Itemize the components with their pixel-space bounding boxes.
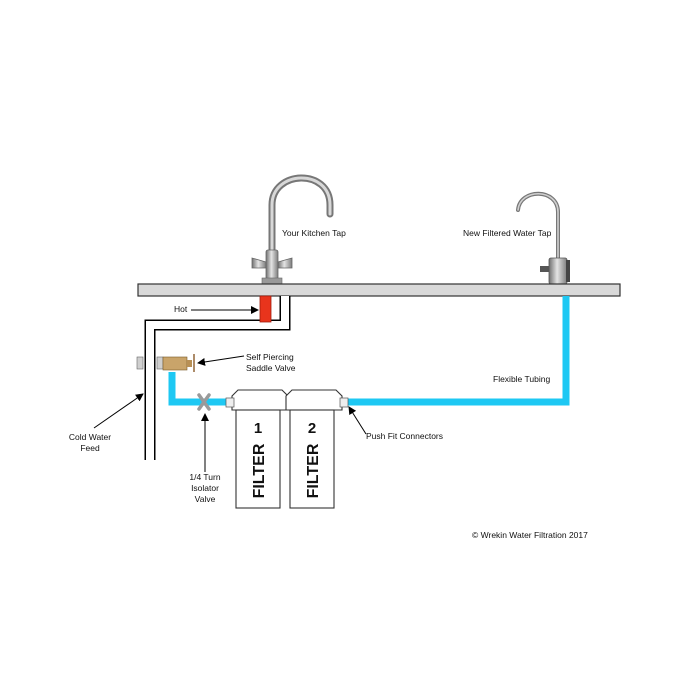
push-fit-arrow (348, 406, 367, 435)
flexible-tubing (168, 296, 570, 406)
hot-label: Hot (174, 304, 188, 314)
cold-water-pipe (144, 296, 291, 460)
isolator-label-line2: Isolator (191, 483, 219, 493)
isolator-label-line3: Valve (195, 494, 216, 504)
filter-1-number: 1 (254, 420, 262, 437)
filter-2-number: 2 (308, 420, 316, 437)
filtered-water-tap (516, 191, 570, 285)
copyright: © Wrekin Water Filtration 2017 (472, 530, 588, 540)
push-fit-connector (225, 397, 235, 408)
cold-feed-arrow (93, 393, 144, 429)
filter-2-label: FILTER (305, 443, 322, 498)
saddle-valve-label-line1: Self Piercing (246, 352, 294, 362)
saddle-valve-arrow (197, 355, 245, 366)
kitchen-tap-label: Your Kitchen Tap (282, 228, 346, 238)
filtered-tap-label: New Filtered Water Tap (463, 228, 552, 238)
isolator-label-line1: 1/4 Turn (189, 472, 220, 482)
saddle-valve (136, 354, 195, 372)
push-fit-label: Push Fit Connectors (366, 431, 443, 441)
flexible-tubing-label: Flexible Tubing (493, 374, 550, 384)
hot-pipe (259, 295, 272, 323)
filter-housing-2: 2 FILTER (285, 389, 343, 509)
worktop (137, 283, 621, 297)
filter-1-label: FILTER (251, 443, 268, 498)
filter-housing-1: 1 FILTER (231, 389, 289, 509)
cold-feed-label-line1: Cold Water (69, 432, 111, 442)
cold-feed-label-line2: Feed (80, 443, 100, 453)
push-fit-connector (339, 397, 349, 408)
saddle-valve-label-line2: Saddle Valve (246, 363, 296, 373)
isolator-valve (197, 393, 211, 411)
